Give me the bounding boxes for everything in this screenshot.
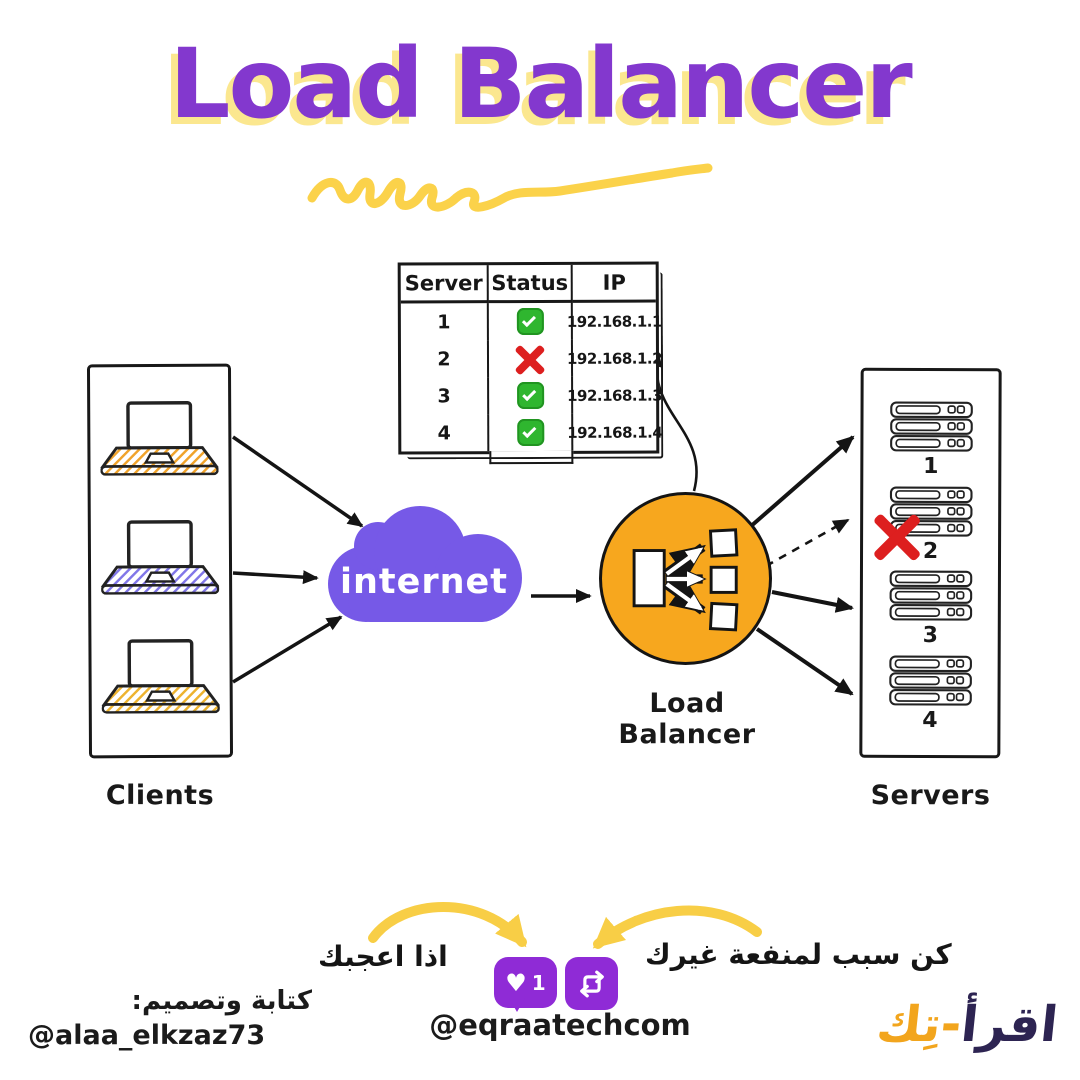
servers-label: Servers bbox=[870, 780, 991, 811]
cloud-icon bbox=[328, 506, 522, 622]
status-up-icon bbox=[516, 381, 544, 410]
table-header-server: Server bbox=[400, 265, 489, 304]
server-id: 3 bbox=[401, 377, 490, 415]
retweet-icon[interactable] bbox=[565, 957, 618, 1010]
arrow-lb-to-server1 bbox=[748, 435, 855, 529]
status-cell bbox=[488, 339, 574, 378]
servers-box: 1 2 bbox=[859, 367, 1002, 759]
arrow-client2-to-internet bbox=[232, 570, 319, 585]
server-number: 1 bbox=[923, 453, 939, 480]
arrow-lb-to-table-curved bbox=[648, 350, 698, 492]
table-row: 1 192.168.1.1 bbox=[400, 302, 662, 341]
arrow-lb-to-server2-dashed bbox=[765, 518, 850, 568]
retweet-arrows-glyph bbox=[579, 970, 604, 997]
table-status-column-extension bbox=[489, 450, 574, 465]
server-rack-4: 4 bbox=[887, 655, 973, 733]
arrow-client3-to-internet bbox=[232, 615, 343, 684]
yellow-arrow-left bbox=[368, 902, 527, 948]
logo-text-dark: اقرأ bbox=[958, 996, 1061, 1053]
internet-label: internet bbox=[339, 562, 509, 602]
server-status-table: Server Status IP 1 192.168.1.1 2 192.168… bbox=[397, 261, 663, 465]
status-down-icon bbox=[514, 342, 546, 374]
logo-text-accent: -تِك bbox=[874, 996, 965, 1053]
heart-icon: ♥ bbox=[505, 968, 527, 997]
like-notification-icon[interactable]: ♥ 1 bbox=[494, 957, 557, 1012]
status-cell bbox=[489, 376, 574, 415]
server-id: 4 bbox=[401, 414, 490, 452]
table-row: 4 192.168.1.4 bbox=[401, 413, 663, 452]
clients-label: Clients bbox=[105, 780, 215, 811]
load-balancer-node bbox=[599, 492, 772, 665]
server-down-x-icon bbox=[873, 513, 921, 561]
laptop-icon bbox=[101, 639, 220, 714]
table-header-ip: IP bbox=[572, 264, 656, 303]
server-ip: 192.168.1.3 bbox=[567, 386, 663, 405]
laptop-icon bbox=[100, 401, 219, 476]
status-up-icon bbox=[516, 418, 544, 447]
load-balancer-label: Load Balancer bbox=[618, 688, 756, 750]
load-balancer-icon bbox=[632, 527, 738, 631]
credit-label: كتابة وتصميم: bbox=[131, 986, 312, 1016]
server-id: 1 bbox=[400, 303, 489, 341]
server-rack-3: 3 bbox=[887, 570, 973, 648]
server-id: 2 bbox=[400, 340, 490, 378]
account-handle[interactable]: @eqraatechcom bbox=[429, 1008, 691, 1042]
clients-box bbox=[86, 363, 234, 759]
page-title: Load Balancer bbox=[169, 28, 912, 140]
server-ip: 192.168.1.4 bbox=[567, 423, 663, 442]
server-number: 3 bbox=[922, 623, 938, 649]
like-count: 1 bbox=[531, 970, 546, 995]
server-number: 4 bbox=[922, 707, 938, 733]
footer-yellow-arrows bbox=[368, 902, 762, 949]
server-icon bbox=[889, 486, 973, 537]
status-cell bbox=[488, 302, 573, 341]
cta-if-you-liked: اذا اعجبك bbox=[318, 940, 448, 973]
table-row: 3 192.168.1.3 bbox=[401, 376, 663, 415]
server-icon bbox=[889, 401, 973, 452]
server-ip: 192.168.1.1 bbox=[566, 312, 662, 331]
server-rack-2: 2 bbox=[887, 486, 973, 564]
server-rack-1: 1 bbox=[888, 401, 974, 479]
status-cell bbox=[489, 413, 574, 452]
title-underline-squiggle bbox=[307, 163, 713, 212]
server-icon bbox=[889, 570, 972, 621]
server-number: 2 bbox=[922, 538, 939, 564]
yellow-arrow-right bbox=[592, 905, 762, 949]
table-row: 2 192.168.1.2 bbox=[400, 339, 663, 378]
arrow-client1-to-internet bbox=[232, 435, 364, 528]
arrow-lb-to-server3 bbox=[771, 590, 854, 613]
table-header-status: Status bbox=[488, 264, 573, 304]
credit-block: كتابة وتصميم: @alaa_elkzaz73 bbox=[28, 986, 312, 1051]
server-icon bbox=[888, 655, 972, 706]
arrow-lb-to-server4 bbox=[755, 627, 854, 696]
eqraatech-logo: اقرأ-تِك bbox=[874, 996, 1061, 1053]
status-up-icon bbox=[516, 307, 544, 336]
table-header-row: Server Status IP bbox=[400, 264, 656, 304]
laptop-icon bbox=[100, 520, 220, 595]
internet-cloud: internet bbox=[316, 486, 532, 638]
server-ip: 192.168.1.2 bbox=[566, 349, 663, 368]
cta-benefit-others: كن سبب لمنفعة غيرك bbox=[645, 938, 952, 971]
credit-handle[interactable]: @alaa_elkzaz73 bbox=[28, 1020, 266, 1051]
